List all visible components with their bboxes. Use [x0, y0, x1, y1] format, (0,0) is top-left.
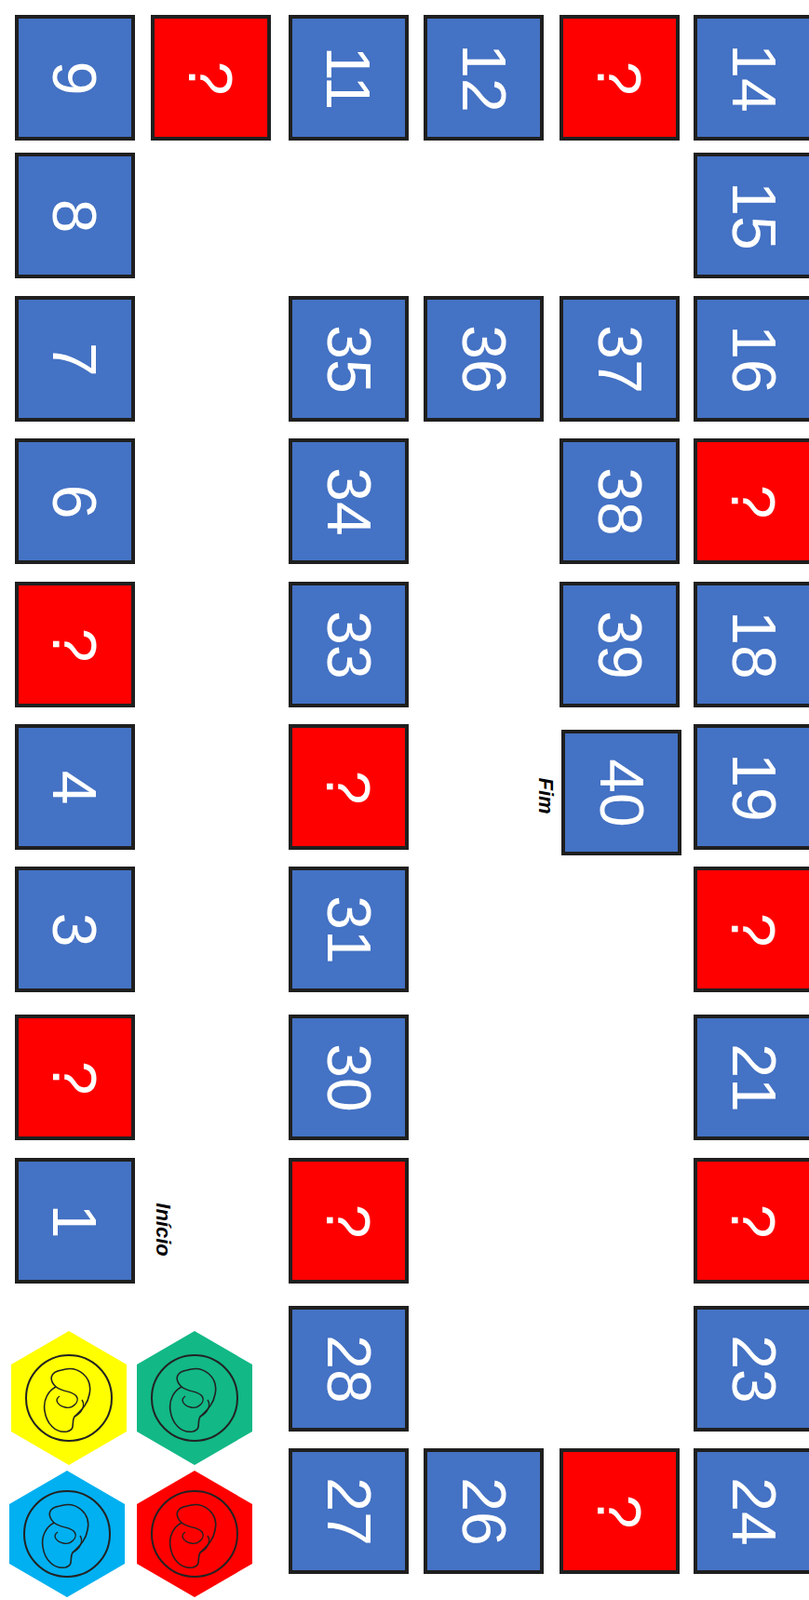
question-square: ? — [14, 1014, 135, 1141]
question-square: ? — [150, 14, 271, 141]
square-number: ? — [44, 627, 107, 662]
square-number: 39 — [588, 610, 650, 679]
board-square: 33 — [288, 581, 409, 708]
board-label: Início — [142, 1173, 184, 1286]
start-end-label: Fim — [533, 777, 558, 814]
board-square: 36 — [423, 296, 544, 422]
board-square: 6 — [14, 438, 135, 565]
question-square: ? — [14, 581, 135, 708]
square-number: ? — [589, 1494, 651, 1529]
square-number: 34 — [317, 467, 379, 536]
board-square: 26 — [423, 1448, 544, 1575]
board-square: 12 — [423, 14, 544, 141]
square-number: 33 — [317, 610, 379, 679]
square-number: 26 — [452, 1477, 514, 1546]
square-number: 3 — [44, 912, 107, 947]
board-square: 27 — [288, 1448, 409, 1575]
green-piece — [136, 1331, 253, 1466]
board-square: 11 — [288, 14, 409, 141]
square-number: 37 — [588, 324, 650, 393]
question-square: ? — [559, 14, 680, 141]
square-number: 8 — [44, 198, 107, 233]
square-number: 27 — [317, 1477, 379, 1546]
yellow-piece — [11, 1331, 127, 1466]
board-square: 38 — [559, 438, 680, 565]
square-number: 19 — [722, 753, 784, 822]
board-square: 34 — [288, 438, 409, 565]
square-number: 14 — [722, 43, 784, 112]
blue-piece — [9, 1470, 125, 1598]
board-square: 4 — [14, 724, 135, 850]
square-number: ? — [723, 484, 785, 519]
board-square: 28 — [288, 1306, 409, 1432]
board-square: 8 — [14, 152, 135, 279]
square-number: 28 — [317, 1334, 379, 1403]
square-number: 30 — [317, 1043, 379, 1112]
square-number: 12 — [452, 43, 514, 112]
square-number: 7 — [44, 341, 107, 377]
question-square: ? — [693, 438, 809, 565]
board-square: 40 — [561, 729, 682, 856]
board-square: 9 — [14, 14, 135, 141]
square-number: 35 — [317, 324, 379, 393]
board-square: 19 — [693, 724, 809, 850]
square-number: 16 — [722, 324, 784, 393]
board-square: 15 — [693, 152, 809, 279]
board-square: 35 — [288, 296, 409, 422]
square-number: ? — [723, 1203, 785, 1239]
square-number: ? — [44, 1060, 107, 1095]
board-square: 37 — [559, 296, 680, 422]
board-label: Fim — [525, 749, 567, 842]
square-number: 11 — [317, 45, 379, 110]
square-number: 1 — [44, 1203, 107, 1239]
red-piece — [136, 1470, 253, 1598]
board-square: 30 — [288, 1014, 409, 1141]
square-number: 31 — [317, 895, 379, 964]
square-number: 38 — [588, 467, 650, 536]
square-number: 18 — [722, 610, 784, 679]
board-square: 39 — [559, 581, 680, 708]
board-square: 3 — [14, 866, 135, 993]
question-square: ? — [559, 1448, 680, 1575]
square-number: ? — [723, 912, 785, 947]
square-number: ? — [318, 1203, 380, 1239]
board-square: 31 — [288, 866, 409, 993]
question-square: ? — [288, 724, 409, 850]
board-square: 16 — [693, 296, 809, 422]
square-number: ? — [318, 769, 380, 805]
square-number: 15 — [722, 181, 784, 250]
start-end-label: Início — [150, 1202, 176, 1256]
square-number: 36 — [452, 324, 514, 393]
square-number: ? — [180, 60, 243, 95]
square-number: 24 — [722, 1477, 784, 1546]
question-square: ? — [288, 1158, 409, 1284]
board-square: 18 — [693, 581, 809, 708]
board-square: 23 — [693, 1306, 809, 1432]
board-square: 1 — [14, 1158, 135, 1284]
square-number: 23 — [722, 1334, 784, 1403]
square-number: 4 — [44, 769, 107, 805]
square-number: 9 — [44, 60, 107, 95]
square-number: 21 — [722, 1043, 784, 1112]
board-square: 7 — [14, 296, 135, 422]
square-number: ? — [589, 60, 651, 95]
board-square: 14 — [693, 14, 809, 141]
question-square: ? — [693, 1158, 809, 1284]
board-square: 24 — [693, 1448, 809, 1575]
square-number: 40 — [590, 758, 652, 827]
square-number: 6 — [44, 484, 107, 519]
question-square: ? — [693, 866, 809, 993]
board-square: 21 — [693, 1014, 809, 1141]
